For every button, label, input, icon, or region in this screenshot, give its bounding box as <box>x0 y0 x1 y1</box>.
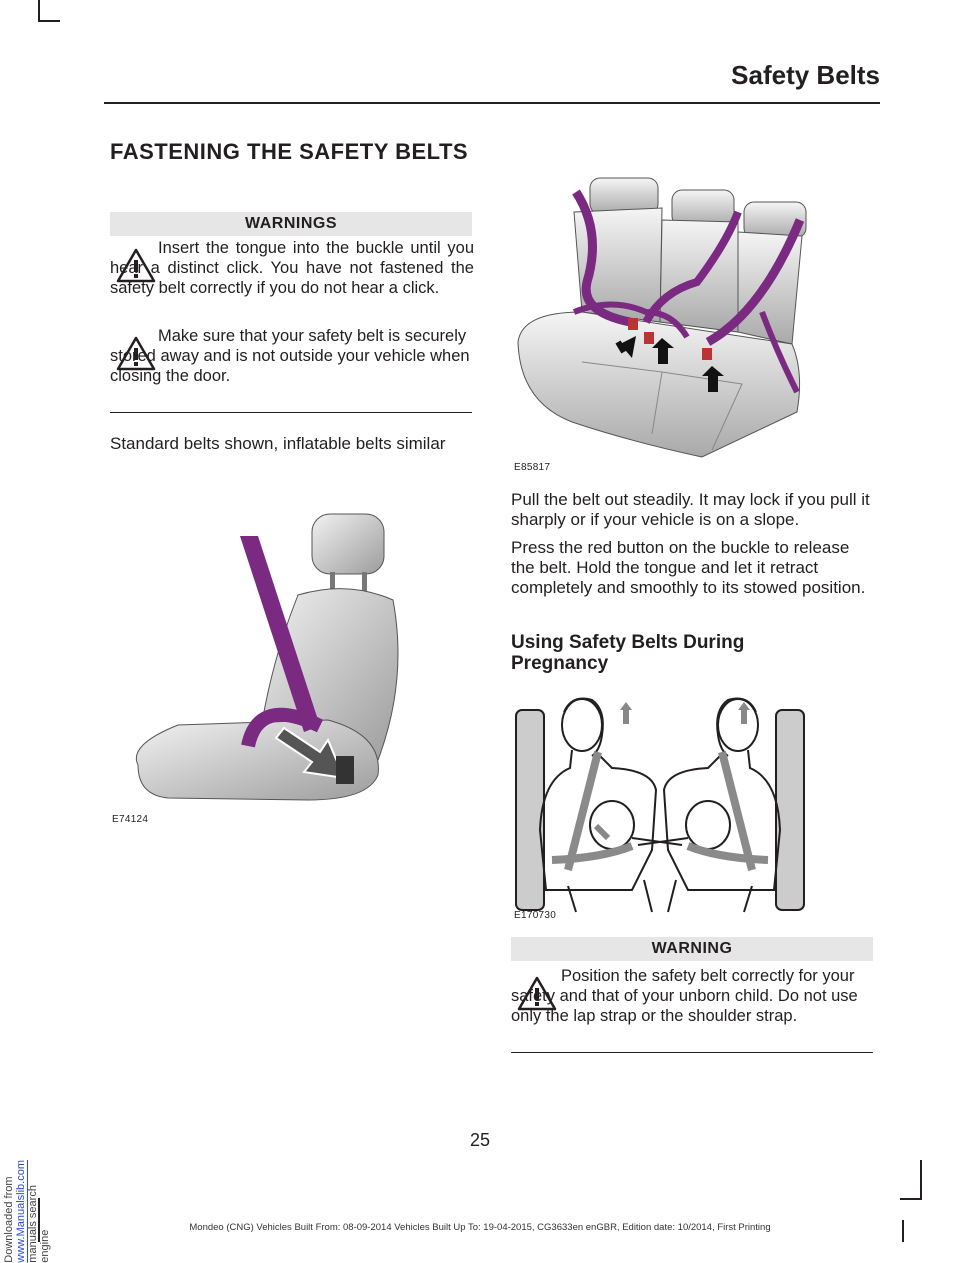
warning-text-pregnancy: Position the safety belt correctly for y… <box>511 967 858 1025</box>
crop-mark <box>902 1220 904 1242</box>
crop-mark <box>920 1160 922 1200</box>
crop-mark <box>38 20 60 22</box>
crop-mark <box>38 1198 40 1242</box>
warning-text-2: Make sure that your safety belt is secur… <box>110 327 470 385</box>
warnings-label: WARNINGS <box>110 212 472 236</box>
warning-block-pregnancy: Position the safety belt correctly for y… <box>511 966 875 1026</box>
figure-code: E170730 <box>514 910 557 921</box>
figure-code: E74124 <box>112 814 149 825</box>
warning-triangle-icon <box>116 336 156 371</box>
paragraph-pull-belt: Pull the belt out steadily. It may lock … <box>511 490 870 529</box>
warning-end-rule <box>511 1052 873 1053</box>
warning-label: WARNING <box>511 937 873 961</box>
front-seat-illustration <box>136 513 399 801</box>
illustration-note: Standard belts shown, inflatable belts s… <box>110 434 446 453</box>
warning-block-1: Insert the tongue into the buckle until … <box>110 238 474 298</box>
footer-text: Mondeo (CNG) Vehicles Built From: 08-09-… <box>189 1222 771 1233</box>
crop-mark <box>38 0 40 22</box>
rear-seats-illustration <box>517 177 807 458</box>
pregnancy-belt-illustration <box>515 697 805 913</box>
warnings-end-rule <box>110 412 472 413</box>
crop-mark <box>900 1198 922 1200</box>
header-divider <box>104 102 880 104</box>
warning-block-2: Make sure that your safety belt is secur… <box>110 326 474 386</box>
paragraph-release-belt: Press the red button on the buckle to re… <box>511 538 866 597</box>
manualslib-link[interactable]: www.Manualslib.com <box>15 1160 27 1263</box>
figure-code: E85817 <box>514 462 551 473</box>
download-note: Downloaded from www.Manualslib.com manua… <box>3 1160 51 1263</box>
warning-triangle-icon <box>116 248 156 283</box>
warning-triangle-icon <box>517 976 557 1011</box>
page-header-title: Safety Belts <box>731 60 880 90</box>
warning-text-1: Insert the tongue into the buckle until … <box>110 239 474 297</box>
page-number: 25 <box>469 1130 491 1150</box>
section-heading: FASTENING THE SAFETY BELTS <box>110 139 469 164</box>
subsection-heading: Using Safety Belts During Pregnancy <box>511 632 745 674</box>
